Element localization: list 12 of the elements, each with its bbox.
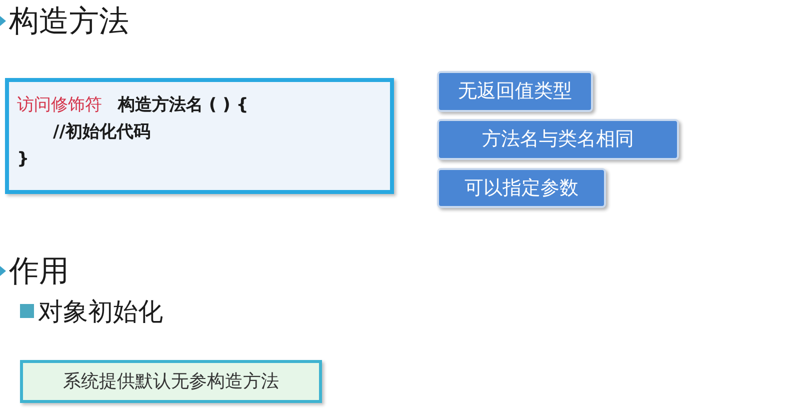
code-text: 构造方法名 ( ) {: [118, 94, 248, 117]
feature-box: 方法名与类名相同: [437, 119, 679, 160]
subheading: 对象初始化: [38, 296, 163, 328]
code-text: }: [17, 149, 30, 169]
code-text: 访问修饰符: [17, 94, 102, 117]
code-box: [5, 78, 394, 194]
heading: 作用: [9, 253, 69, 291]
note-box: 系统提供默认无参构造方法: [20, 360, 322, 403]
feature-box: 可以指定参数: [437, 168, 606, 208]
feature-box: 无返回值类型: [437, 71, 593, 112]
code-text: //初始化代码: [53, 122, 150, 142]
heading: 构造方法: [9, 3, 129, 41]
